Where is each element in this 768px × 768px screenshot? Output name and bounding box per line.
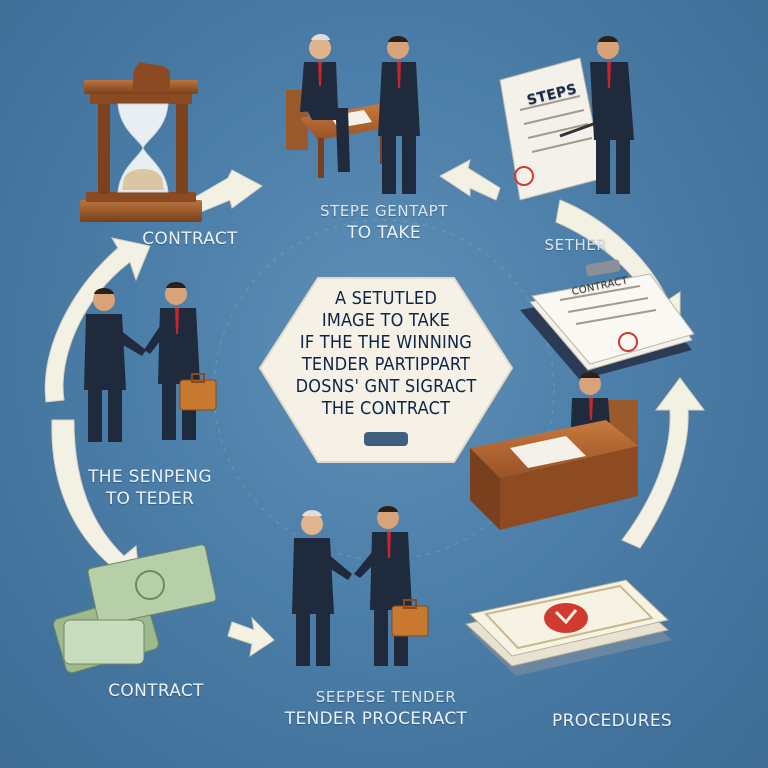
money-stack-illustration (52, 544, 217, 674)
center-summary-text: A SETUTLED IMAGE TO TAKE IF THE THE WINN… (272, 288, 500, 420)
hourglass-icon (80, 62, 202, 222)
center-line-2: IMAGE TO TAKE (272, 310, 500, 332)
label-top-center-2: TO TAKE (294, 222, 474, 244)
center-line-6: THE CONTRACT (272, 398, 500, 420)
label-bottom-center-1: SEEPESE TENDER (276, 686, 496, 708)
label-left-middle-2: TO TEDER (70, 488, 230, 510)
center-line-1: A SETUTLED (272, 288, 500, 310)
handshake-illustration (84, 282, 216, 442)
label-bottom-right: PROCEDURES (532, 710, 692, 732)
label-bottom-left: CONTRACT (86, 680, 226, 702)
stamped-certificate-illustration (466, 580, 672, 676)
arrow-top-right-left (440, 160, 500, 200)
label-top-left: CONTRACT (120, 228, 260, 250)
label-right-upper: SETHER (516, 234, 636, 256)
center-line-4: TENDER PARTIPPART (272, 354, 500, 376)
label-left-middle-1: THE SENPENG (70, 466, 230, 488)
steps-document-illustration (500, 36, 634, 200)
label-top-center-1: STEPE GENTAPT (294, 200, 474, 222)
center-line-3: IF THE THE WINNING (272, 332, 500, 354)
desk-meeting-illustration (286, 34, 420, 194)
bottom-handshake-illustration (292, 506, 428, 666)
center-line-5: DOSNS' GNT SIGRACT (272, 376, 500, 398)
arrow-bottom-left-right (228, 618, 274, 656)
label-bottom-center-2: TENDER PROCERACT (256, 708, 496, 730)
center-summary-box: A SETUTLED IMAGE TO TAKE IF THE THE WINN… (258, 272, 514, 468)
